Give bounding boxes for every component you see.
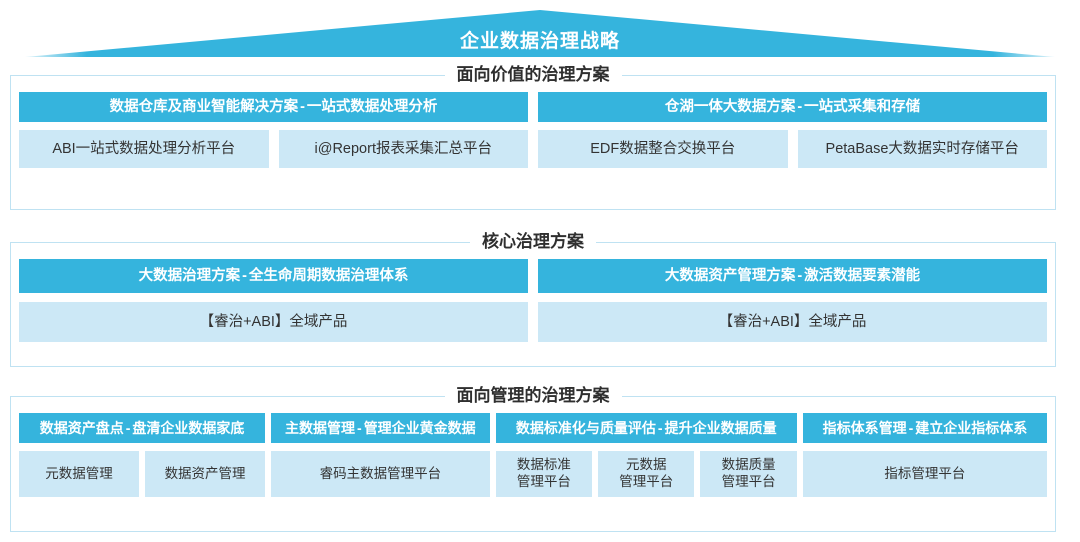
card-row: ABI一站式数据处理分析平台 i@Report报表采集汇总平台 bbox=[19, 130, 528, 168]
group-indicator-system-management[interactable]: 指标体系管理-建立企业指标体系 指标管理平台 bbox=[802, 413, 1047, 497]
group-header-separator: - bbox=[797, 99, 803, 115]
group-header-separator: - bbox=[125, 420, 131, 436]
group-lakehouse-bigdata[interactable]: 仓湖一体大数据方案-一站式采集和存储 EDF数据整合交换平台 PetaBase大… bbox=[533, 92, 1047, 168]
group-header-separator: - bbox=[357, 420, 362, 436]
product-card[interactable]: PetaBase大数据实时存储平台 bbox=[797, 130, 1047, 168]
group-header-subtitle: 盘清企业数据家底 bbox=[132, 420, 245, 436]
product-card[interactable]: 指标管理平台 bbox=[802, 451, 1047, 497]
group-header-subtitle: 全生命周期数据治理体系 bbox=[248, 268, 409, 284]
card-row: 睿码主数据管理平台 bbox=[271, 451, 490, 497]
group-data-warehouse-bi[interactable]: 数据仓库及商业智能解决方案-一站式数据处理分析 ABI一站式数据处理分析平台 i… bbox=[19, 92, 533, 168]
group-header-title: 数据资产盘点 bbox=[39, 420, 124, 436]
group-header-data-warehouse-bi[interactable]: 数据仓库及商业智能解决方案-一站式数据处理分析 bbox=[19, 92, 528, 122]
product-card[interactable]: EDF数据整合交换平台 bbox=[538, 130, 788, 168]
section-core-governance: 核心治理方案 大数据治理方案-全生命周期数据治理体系 【睿治+ABI】全域产品 … bbox=[10, 230, 1056, 367]
product-card[interactable]: i@Report报表采集汇总平台 bbox=[278, 130, 528, 168]
group-header-indicator-system-management[interactable]: 指标体系管理-建立企业指标体系 bbox=[802, 413, 1047, 443]
group-header-separator: - bbox=[908, 420, 914, 436]
group-bigdata-governance[interactable]: 大数据治理方案-全生命周期数据治理体系 【睿治+ABI】全域产品 bbox=[19, 259, 533, 342]
group-header-separator: - bbox=[242, 268, 247, 284]
group-header-title: 大数据治理方案 bbox=[138, 268, 241, 284]
group-header-title: 数据标准化与质量评估 bbox=[515, 420, 656, 436]
product-card[interactable]: 数据资产管理 bbox=[145, 451, 266, 497]
product-card[interactable]: 数据质量 管理平台 bbox=[700, 451, 797, 497]
group-header-subtitle: 激活数据要素潜能 bbox=[804, 268, 921, 284]
page-title: 企业数据治理战略 bbox=[459, 31, 620, 52]
group-header-data-standard-quality[interactable]: 数据标准化与质量评估-提升企业数据质量 bbox=[495, 413, 797, 443]
group-header-title: 主数据管理 bbox=[285, 420, 356, 436]
group-header-separator: - bbox=[300, 99, 305, 115]
card-row: 元数据管理 数据资产管理 bbox=[19, 451, 266, 497]
product-card[interactable]: ABI一站式数据处理分析平台 bbox=[19, 130, 269, 168]
product-card[interactable]: 【睿治+ABI】全域产品 bbox=[538, 302, 1047, 342]
group-row-core: 大数据治理方案-全生命周期数据治理体系 【睿治+ABI】全域产品 大数据资产管理… bbox=[19, 259, 1047, 342]
group-master-data-management[interactable]: 主数据管理-管理企业黄金数据 睿码主数据管理平台 bbox=[271, 413, 490, 497]
group-header-title: 大数据资产管理方案 bbox=[664, 268, 796, 284]
group-header-data-asset-management[interactable]: 大数据资产管理方案-激活数据要素潜能 bbox=[538, 259, 1047, 293]
group-header-subtitle: 建立企业指标体系 bbox=[915, 420, 1028, 436]
product-card[interactable]: 元数据管理 bbox=[19, 451, 140, 497]
group-data-standard-quality[interactable]: 数据标准化与质量评估-提升企业数据质量 数据标准 管理平台 元数据 管理平台 数… bbox=[495, 413, 797, 497]
group-header-title: 数据仓库及商业智能解决方案 bbox=[109, 99, 299, 115]
product-card[interactable]: 元数据 管理平台 bbox=[598, 451, 695, 497]
group-header-separator: - bbox=[797, 268, 803, 284]
product-card[interactable]: 数据标准 管理平台 bbox=[495, 451, 593, 497]
section-management-oriented: 面向管理的治理方案 数据资产盘点-盘清企业数据家底 元数据管理 数据资产管理 主… bbox=[10, 384, 1056, 532]
section-value-oriented: 面向价值的治理方案 数据仓库及商业智能解决方案-一站式数据处理分析 ABI一站式… bbox=[10, 63, 1056, 210]
group-header-bigdata-governance[interactable]: 大数据治理方案-全生命周期数据治理体系 bbox=[19, 259, 528, 293]
card-row: 【睿治+ABI】全域产品 bbox=[19, 302, 528, 342]
group-header-title: 仓湖一体大数据方案 bbox=[664, 99, 796, 115]
group-row-mgmt: 数据资产盘点-盘清企业数据家底 元数据管理 数据资产管理 主数据管理-管理企业黄… bbox=[19, 413, 1047, 497]
group-header-title: 指标体系管理 bbox=[822, 420, 907, 436]
group-header-subtitle: 一站式数据处理分析 bbox=[306, 99, 438, 115]
group-header-separator: - bbox=[657, 420, 663, 436]
group-data-asset-management[interactable]: 大数据资产管理方案-激活数据要素潜能 【睿治+ABI】全域产品 bbox=[533, 259, 1047, 342]
group-header-subtitle: 提升企业数据质量 bbox=[664, 420, 777, 436]
group-row-value: 数据仓库及商业智能解决方案-一站式数据处理分析 ABI一站式数据处理分析平台 i… bbox=[19, 92, 1047, 168]
card-row: 【睿治+ABI】全域产品 bbox=[538, 302, 1047, 342]
group-header-lakehouse-bigdata[interactable]: 仓湖一体大数据方案-一站式采集和存储 bbox=[538, 92, 1047, 122]
card-row: EDF数据整合交换平台 PetaBase大数据实时存储平台 bbox=[538, 130, 1047, 168]
group-header-master-data-management[interactable]: 主数据管理-管理企业黄金数据 bbox=[271, 413, 490, 443]
banner-triangle-icon bbox=[25, 10, 1055, 57]
product-card[interactable]: 【睿治+ABI】全域产品 bbox=[19, 302, 528, 342]
group-header-data-asset-inventory[interactable]: 数据资产盘点-盘清企业数据家底 bbox=[19, 413, 266, 443]
group-header-subtitle: 管理企业黄金数据 bbox=[363, 420, 476, 436]
strategy-banner: 企业数据治理战略 bbox=[0, 0, 1080, 60]
group-data-asset-inventory[interactable]: 数据资产盘点-盘清企业数据家底 元数据管理 数据资产管理 bbox=[19, 413, 266, 497]
card-row: 数据标准 管理平台 元数据 管理平台 数据质量 管理平台 bbox=[495, 451, 797, 497]
group-header-subtitle: 一站式采集和存储 bbox=[804, 99, 921, 115]
product-card[interactable]: 睿码主数据管理平台 bbox=[271, 451, 490, 497]
card-row: 指标管理平台 bbox=[802, 451, 1047, 497]
